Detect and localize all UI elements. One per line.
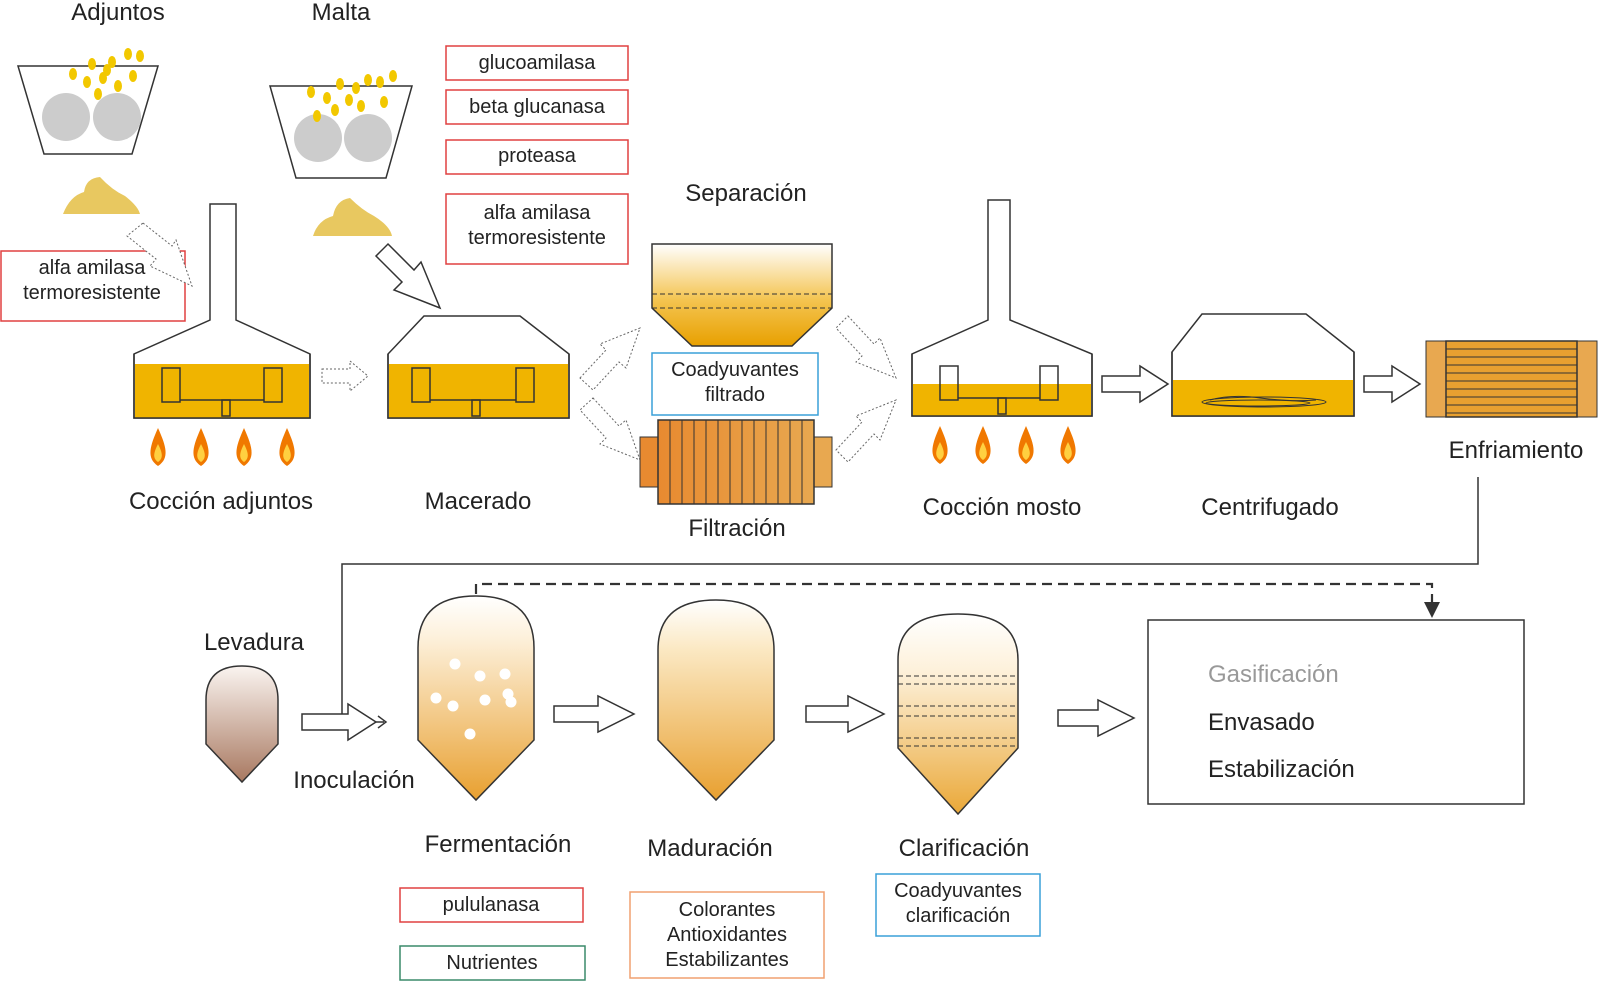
macerado-vessel [387,315,570,419]
coadyuvantes-clarificacion-line2: clarificación [906,905,1010,927]
arrow-macerado-to-filtracion [579,397,641,461]
levadura-tank [205,665,279,784]
arrow-separacion-to-coccion-mosto [835,315,897,379]
pululanasa-box: pululanasa [399,887,584,923]
arrow-coccion-mosto-to-centrifugado [1101,364,1170,404]
clarificacion-label: Clarificación [899,835,1030,862]
final-steps-box: Gasificación Envasado Estabilización [1147,619,1525,805]
fermentacion-bubbles [430,658,517,740]
dashed-connector-arrowhead [1424,602,1440,618]
enzyme-alfa-amilasa-line1: alfa amilasa [484,202,592,224]
aditivo-estabilizantes: Estabilizantes [665,949,788,971]
adjuntos-powder [63,177,140,214]
arrow-malta-to-macerado [374,242,442,310]
arrow-fermentacion-to-maduracion [553,694,636,734]
enfriamiento-exchanger [1425,340,1598,418]
malta-hopper: Malta [269,0,413,236]
coadyuvantes-clarificacion-line1: Coadyuvantes [894,880,1022,902]
gasificacion-label: Gasificación [1208,661,1339,688]
aditivo-colorantes: Colorantes [679,899,776,921]
flames-adjuntos [150,428,295,466]
coccion-mosto-label: Cocción mosto [923,494,1082,521]
envasado-label: Envasado [1208,709,1315,736]
aditivo-antioxidantes: Antioxidantes [667,924,787,946]
adjuntos-label: Adjuntos [71,0,164,26]
levadura-label: Levadura [204,629,305,656]
coccion-adjuntos-vessel [133,203,311,419]
arrow-coccion-to-macerado [321,359,369,393]
enzyme-alfa-amilasa-adjuntos-line1: alfa amilasa [39,257,147,279]
arrow-maduracion-to-clarificacion [805,694,886,734]
pululanasa-label: pululanasa [443,894,541,916]
enzyme-alfa-amilasa-line2: termoresistente [468,227,606,249]
separacion-label: Separación [685,180,806,207]
adjuntos-hopper: Adjuntos [16,0,165,214]
aditivos-box: Colorantes Antioxidantes Estabilizantes [629,891,825,979]
enzyme-glucoamilasa-box: glucoamilasa [445,45,629,81]
malta-label: Malta [312,0,371,26]
clarificacion-layers [898,675,1018,747]
macerado-label: Macerado [425,488,532,515]
arrow-clarificacion-to-final [1057,698,1136,738]
enzyme-alfa-amilasa-adjuntos-line2: termoresistente [23,282,161,304]
fermentacion-tank [417,595,535,802]
arrow-filtracion-to-coccion-mosto [835,399,897,463]
coccion-mosto-vessel [911,199,1093,417]
fermentacion-label: Fermentación [425,831,572,858]
centrifugado-vessel [1171,313,1355,417]
coadyuvantes-clarificacion-box: Coadyuvantes clarificación [875,873,1041,937]
nutrientes-box: Nutrientes [399,945,586,981]
malta-grains [307,70,397,122]
enzyme-beta-glucanasa-box: beta glucanasa [445,89,629,125]
adjuntos-grains [69,48,144,100]
estabilizacion-label: Estabilización [1208,756,1355,783]
enzyme-beta-glucanasa-label: beta glucanasa [469,96,606,118]
connector-enfriamiento-to-inoculacion [341,477,1479,722]
arrow-adjuntos-to-coccion [126,222,193,287]
arrow-centrifugado-to-enfriamiento [1363,364,1422,404]
nutrientes-label: Nutrientes [446,952,537,974]
flames-mosto [932,426,1076,464]
enzyme-proteasa-label: proteasa [498,145,577,167]
inoculacion-arrowhead [376,715,388,729]
arrow-inoculacion [301,702,378,742]
clarificacion-tank [897,613,1019,816]
coccion-adjuntos-label: Cocción adjuntos [129,488,313,515]
dashed-connector-fermentacion-to-final [474,582,1434,614]
separacion-vessel [651,243,833,347]
maduracion-tank [657,599,775,802]
centrifugado-label: Centrifugado [1201,494,1338,521]
enfriamiento-label: Enfriamiento [1449,437,1584,464]
malta-powder [313,198,392,236]
enzyme-glucoamilasa-label: glucoamilasa [479,52,597,74]
coadyuvantes-filtrado-line1: Coadyuvantes [671,359,799,381]
maduracion-label: Maduración [647,835,772,862]
filtracion-label: Filtración [688,515,785,542]
filtracion-press [639,419,833,505]
coadyuvantes-filtrado-line2: filtrado [705,384,765,406]
arrow-macerado-to-separacion [579,327,641,391]
coadyuvantes-filtrado-box: Coadyuvantes filtrado [651,352,819,416]
enzyme-proteasa-box: proteasa [445,139,629,175]
enzyme-alfa-amilasa-macerado-box: alfa amilasa termoresistente [445,193,629,265]
inoculacion-label: Inoculación [293,767,414,794]
